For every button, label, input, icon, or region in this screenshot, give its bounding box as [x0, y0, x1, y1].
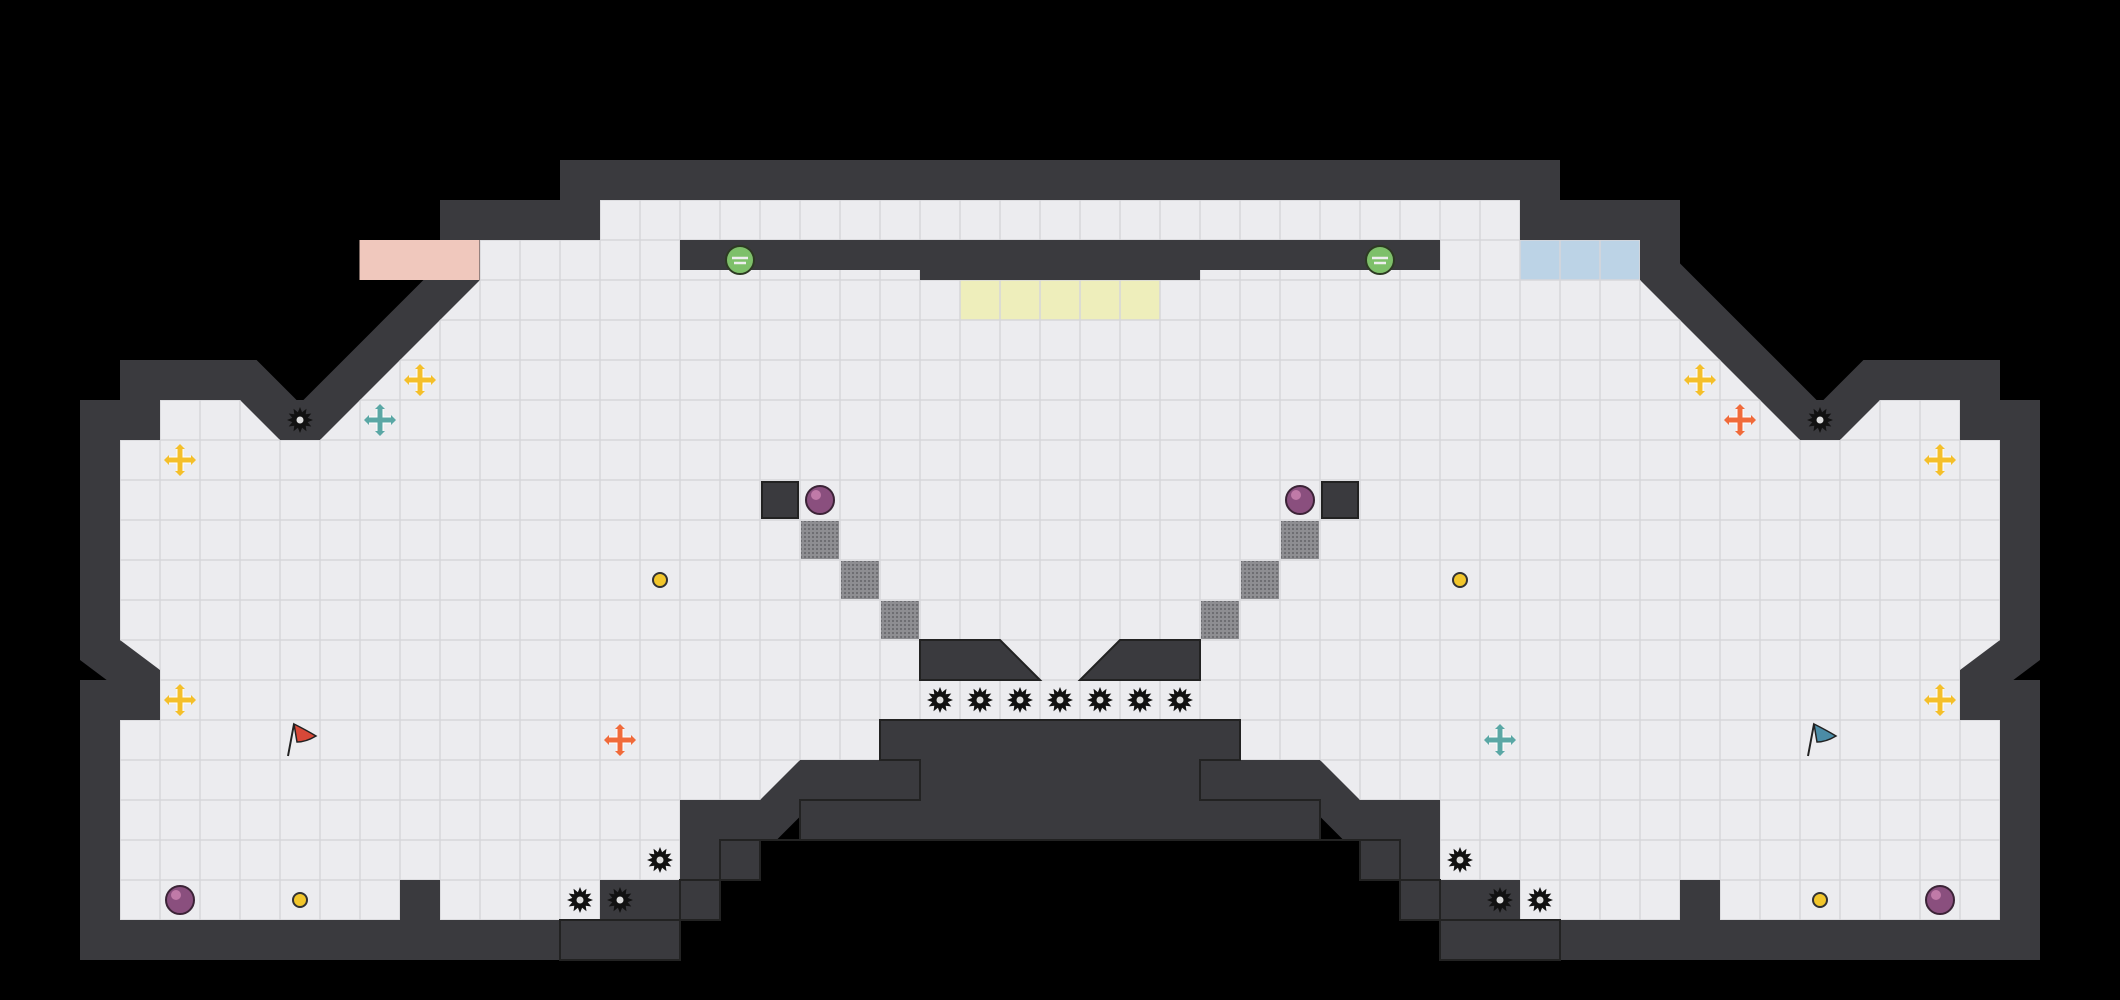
- gate-tile: [1281, 521, 1319, 559]
- button-icon: [292, 892, 308, 908]
- boost-icon: [604, 724, 636, 756]
- spike-icon: [1047, 687, 1073, 713]
- red-team-zone-tile: [399, 240, 440, 280]
- neutral-zone-tile: [1000, 280, 1040, 320]
- neutral-zone-tile: [960, 280, 1000, 320]
- boost-icon: [1924, 444, 1956, 476]
- neutral-zone-tile: [1040, 280, 1080, 320]
- button-icon: [1812, 892, 1828, 908]
- gate-tile: [881, 601, 919, 639]
- spike-icon: [607, 887, 633, 913]
- powerup-icon: [805, 485, 835, 515]
- spike-icon: [1167, 687, 1193, 713]
- center-ramp-left: [919, 639, 1043, 681]
- spike-icon: [1447, 847, 1473, 873]
- boost-icon: [1684, 364, 1716, 396]
- boost-icon: [164, 444, 196, 476]
- boost-icon: [404, 364, 436, 396]
- boost-icon: [1724, 404, 1756, 436]
- spike-icon: [287, 407, 313, 433]
- powerup-icon: [1285, 485, 1315, 515]
- spike-icon: [567, 887, 593, 913]
- powerup-icon: [165, 885, 195, 915]
- bomb-icon: [1365, 245, 1395, 275]
- blue-team-zone-tile: [1560, 240, 1600, 280]
- blue-team-zone-tile: [1520, 240, 1560, 280]
- boost-icon: [364, 404, 396, 436]
- spike-icon: [927, 687, 953, 713]
- spike-icon: [1007, 687, 1033, 713]
- blue-team-zone-tile: [1600, 240, 1640, 280]
- center-ramp-right: [1077, 639, 1201, 681]
- red-team-zone-tile: [439, 240, 480, 280]
- spike-icon: [1087, 687, 1113, 713]
- red-flag-icon: [287, 722, 318, 757]
- team-zones: [359, 240, 1640, 320]
- boost-icon: [164, 684, 196, 716]
- neutral-zone-tile: [1120, 280, 1160, 320]
- gate-tile: [841, 561, 879, 599]
- gate-tile: [1201, 601, 1239, 639]
- button-icon: [1452, 572, 1468, 588]
- powerup-icon: [1925, 885, 1955, 915]
- spike-icon: [1127, 687, 1153, 713]
- spike-icon: [1807, 407, 1833, 433]
- spike-icon: [967, 687, 993, 713]
- map-objects: [164, 245, 1956, 915]
- red-team-zone-tile: [359, 240, 400, 280]
- inner-wall-block: [761, 481, 799, 519]
- neutral-zone-tile: [1080, 280, 1120, 320]
- gate-tile: [1241, 561, 1279, 599]
- inner-wall-block: [1321, 481, 1359, 519]
- spike-icon: [1487, 887, 1513, 913]
- bottom-center-wall: [559, 719, 1561, 961]
- spike-icon: [1527, 887, 1553, 913]
- blue-flag-icon: [1807, 722, 1838, 757]
- inner-walls: [559, 481, 1561, 961]
- boost-icon: [1484, 724, 1516, 756]
- bomb-icon: [725, 245, 755, 275]
- button-icon: [652, 572, 668, 588]
- spike-icon: [647, 847, 673, 873]
- boost-icon: [1924, 684, 1956, 716]
- gate-tile: [801, 521, 839, 559]
